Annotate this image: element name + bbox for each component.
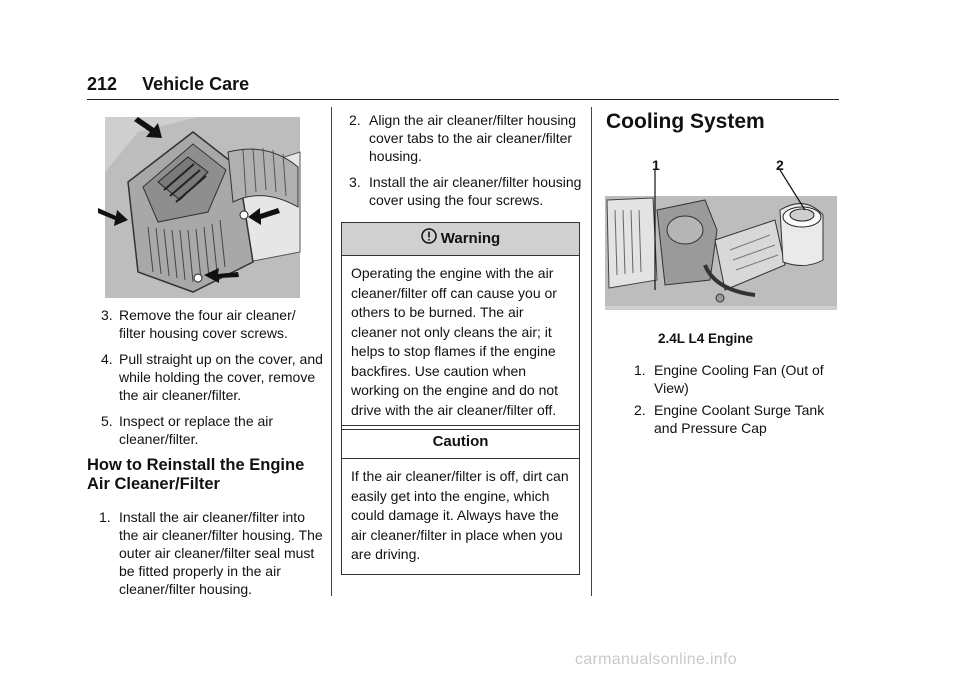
warning-header: Warning — [342, 223, 579, 256]
caution-header: Caution — [342, 426, 579, 459]
item-number: 2. — [634, 402, 646, 418]
warning-icon — [421, 228, 437, 250]
page-header: 212 Vehicle Care — [87, 74, 249, 95]
column-divider-right — [591, 107, 592, 596]
step-text: Install the air cleaner/filter into the … — [119, 509, 323, 597]
list-item: 3. Remove the four air cleaner/ filter h… — [87, 306, 325, 342]
air-cleaner-figure — [98, 112, 308, 298]
list-item: 4. Pull straight up on the cover, and wh… — [87, 350, 325, 404]
callout-2: 2 — [776, 157, 784, 173]
item-number: 1. — [634, 362, 646, 378]
list-item: 1. Install the air cleaner/filter into t… — [87, 508, 325, 598]
header-rule — [87, 99, 839, 100]
caution-box: Caution If the air cleaner/filter is off… — [341, 425, 580, 575]
step-number: 1. — [99, 509, 111, 525]
engine-caption: 2.4L L4 Engine — [658, 331, 754, 346]
cooling-items: 1. Engine Cooling Fan (Out of View) 2. E… — [604, 361, 844, 441]
warning-box: Warning Operating the engine with the ai… — [341, 222, 580, 430]
air-cleaner-illustration — [98, 117, 301, 298]
callout-1: 1 — [652, 157, 660, 173]
reinstall-heading: How to Reinstall the Engine Air Cleaner/… — [87, 456, 305, 493]
step-number: 3. — [349, 174, 361, 190]
item-text: Engine Cooling Fan (Out of View) — [654, 362, 824, 396]
warning-title: Warning — [440, 230, 501, 248]
left-column: 3. Remove the four air cleaner/ filter h… — [87, 306, 325, 606]
list-item: 2. Align the air cleaner/filter housing … — [337, 111, 585, 165]
page-number: 212 — [87, 74, 118, 94]
item-text: Engine Coolant Surge Tank and Pressure C… — [654, 402, 825, 436]
step-text: Install the air cleaner/filter housing c… — [369, 174, 582, 208]
step-number: 3. — [101, 307, 113, 323]
step-text: Remove the four air cleaner/ filter hous… — [119, 307, 296, 341]
reinstall-steps-list-continued: 2. Align the air cleaner/filter housing … — [337, 111, 585, 209]
list-item: 5. Inspect or replace the air cleaner/fi… — [87, 412, 325, 448]
caution-body: If the air cleaner/filter is off, dirt c… — [351, 468, 569, 562]
step-text: Align the air cleaner/filter housing cov… — [369, 112, 577, 164]
step-text: Pull straight up on the cover, and while… — [119, 351, 323, 403]
column-divider-left — [331, 107, 332, 596]
cooling-items-list: 1. Engine Cooling Fan (Out of View) 2. E… — [604, 361, 844, 437]
watermark: carmanualsonline.info — [575, 651, 737, 668]
list-item: 1. Engine Cooling Fan (Out of View) — [604, 361, 844, 397]
section-title: Vehicle Care — [142, 74, 250, 94]
engine-figure — [605, 170, 837, 310]
list-item: 2. Engine Coolant Surge Tank and Pressur… — [604, 401, 844, 437]
engine-illustration — [605, 170, 837, 310]
list-item: 3. Install the air cleaner/filter housin… — [337, 173, 585, 209]
warning-body: Operating the engine with the air cleane… — [351, 265, 559, 418]
cooling-system-heading: Cooling System — [606, 110, 765, 133]
reinstall-steps-list: 1. Install the air cleaner/filter into t… — [87, 508, 325, 598]
step-number: 2. — [349, 112, 361, 128]
step-number: 5. — [101, 413, 113, 429]
step-number: 4. — [101, 351, 113, 367]
middle-column: 2. Align the air cleaner/filter housing … — [337, 111, 585, 217]
caution-title: Caution — [432, 433, 489, 451]
step-text: Inspect or replace the air cleaner/filte… — [119, 413, 274, 447]
remove-steps-list: 3. Remove the four air cleaner/ filter h… — [87, 306, 325, 448]
